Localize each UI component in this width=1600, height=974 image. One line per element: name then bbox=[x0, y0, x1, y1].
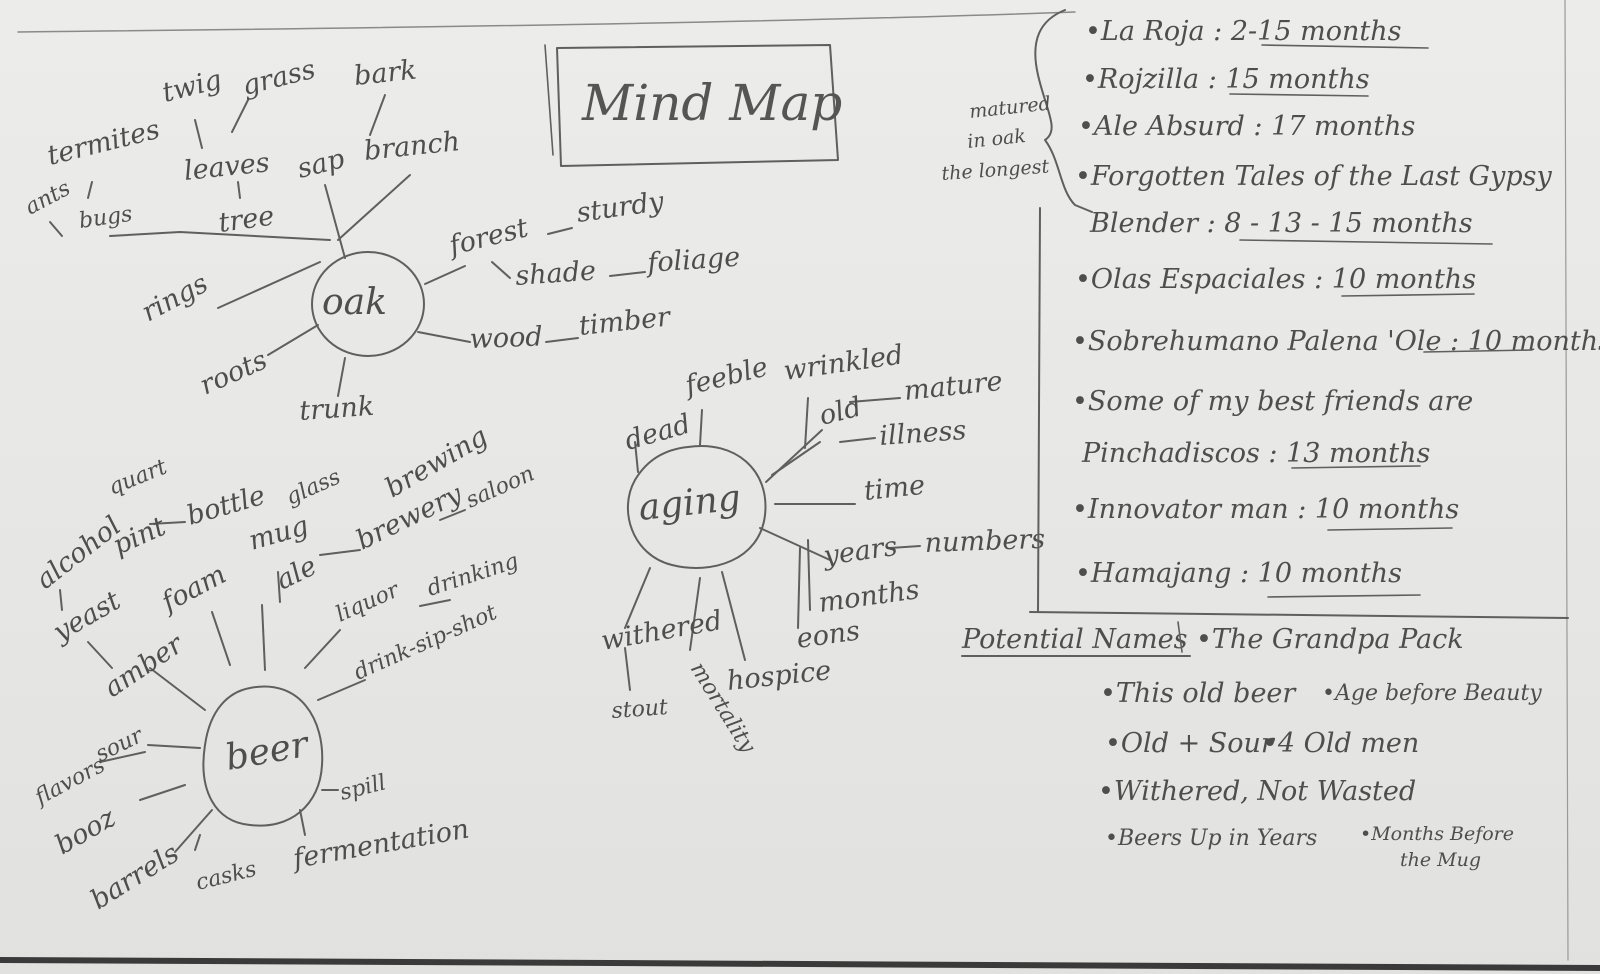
word-hospice: hospice bbox=[725, 655, 832, 697]
word-bark: bark bbox=[352, 55, 418, 92]
beer-list-item: •Some of my best friends are bbox=[1072, 386, 1473, 417]
aging-center-shape bbox=[626, 445, 767, 569]
word-feeble: feeble bbox=[680, 351, 771, 402]
beer-list-item: •La Roja : 2-15 months bbox=[1085, 16, 1401, 47]
word-old: old bbox=[816, 392, 864, 432]
word-leaves: leaves bbox=[182, 147, 271, 187]
word-glass: glass bbox=[282, 465, 344, 511]
word-ants: ants bbox=[21, 176, 75, 220]
oak-center-circle bbox=[311, 251, 425, 357]
list-left-rule bbox=[1037, 207, 1041, 613]
word-eons: eons bbox=[795, 615, 862, 655]
beer-list-section: matured in oak the longest •La Roja : 2-… bbox=[941, 9, 1600, 619]
page-right-edge bbox=[1564, 0, 1569, 961]
map-title: Mind Map bbox=[581, 74, 842, 132]
beer-list-item: Blender : 8 - 13 - 15 months bbox=[1089, 208, 1473, 239]
word-alcohol: alcohol bbox=[30, 511, 127, 596]
beer-list-item: •Ale Absurd : 17 months bbox=[1078, 111, 1415, 142]
potential-name: •Beers Up in Years bbox=[1105, 826, 1317, 851]
word-foam: foam bbox=[155, 559, 231, 619]
word-termites: termites bbox=[44, 114, 163, 172]
word-stout: stout bbox=[611, 695, 669, 724]
word-rings: rings bbox=[137, 268, 213, 328]
beer-list-item: •Olas Espaciales : 10 months bbox=[1075, 264, 1476, 295]
word-casks: casks bbox=[193, 857, 259, 896]
word-pint: pint bbox=[108, 511, 170, 561]
word-saloon: saloon bbox=[462, 461, 538, 513]
potential-name: •4 Old men bbox=[1262, 728, 1419, 759]
word-flavors: flavors bbox=[29, 753, 109, 811]
beer-center-shape bbox=[202, 685, 324, 827]
word-grass: grass bbox=[239, 54, 318, 102]
word-quart: quart bbox=[105, 455, 171, 501]
word-trunk: trunk bbox=[298, 391, 375, 427]
word-mature: mature bbox=[902, 366, 1004, 407]
word-foliage: foliage bbox=[644, 242, 741, 280]
beer-center-label: beer bbox=[222, 724, 312, 779]
word-forest: forest bbox=[444, 212, 531, 262]
word-drinking: drinking bbox=[424, 549, 522, 602]
potential-name: •Withered, Not Wasted bbox=[1098, 776, 1416, 807]
word-amber: amber bbox=[99, 628, 191, 704]
word-roots: roots bbox=[195, 345, 272, 402]
beer-map: beer quart alcohol pint bottle glass mug… bbox=[29, 421, 538, 916]
word-fermentation: fermentation bbox=[289, 813, 472, 875]
beer-list-item: •Sobrehumano Palena 'Ole : 10 months bbox=[1072, 326, 1600, 357]
word-illness: illness bbox=[878, 415, 967, 452]
word-wrinkled: wrinkled bbox=[782, 339, 905, 386]
word-spill: spill bbox=[337, 770, 388, 806]
potential-name: •The Grandpa Pack bbox=[1196, 624, 1464, 655]
word-withered: withered bbox=[599, 605, 725, 657]
word-booz: booz bbox=[50, 802, 122, 861]
word-numbers: numbers bbox=[924, 524, 1045, 559]
potential-name: the Mug bbox=[1400, 849, 1481, 871]
word-bugs: bugs bbox=[77, 202, 134, 234]
page-bottom-edge bbox=[0, 957, 1600, 971]
potential-name: •Months Before bbox=[1360, 823, 1514, 845]
beer-list-item: Pinchadiscos : 13 months bbox=[1081, 438, 1430, 469]
matured-bracket bbox=[1034, 9, 1093, 213]
potential-names-heading: Potential Names bbox=[961, 624, 1188, 655]
word-branch: branch bbox=[362, 126, 461, 167]
word-dead: dead bbox=[621, 409, 694, 457]
list-bottom-rule bbox=[1029, 611, 1569, 619]
oak-branch-line bbox=[324, 184, 346, 259]
potential-name: •Old + Sour bbox=[1105, 728, 1276, 759]
word-twig: twig bbox=[159, 64, 225, 109]
title-box-outline bbox=[556, 44, 839, 167]
word-barrels: barrels bbox=[85, 838, 184, 916]
matured-note-line-1: matured bbox=[968, 93, 1052, 123]
oak-center-label: oak bbox=[322, 282, 387, 323]
matured-note-line-2: in oak bbox=[966, 125, 1027, 153]
aging-center-label: aging bbox=[637, 477, 743, 528]
aging-map: aging dead feeble wrinkled old mature il… bbox=[599, 339, 1046, 758]
beer-list-item: •Hamajang : 10 months bbox=[1075, 558, 1402, 589]
word-sturdy: sturdy bbox=[575, 186, 667, 229]
potential-name: •Age before Beauty bbox=[1322, 681, 1542, 706]
title-box: Mind Map bbox=[544, 44, 842, 167]
word-shade: shade bbox=[514, 255, 597, 292]
word-mug: mug bbox=[245, 510, 311, 556]
beer-list-item: •Innovator man : 10 months bbox=[1072, 494, 1459, 525]
word-time: time bbox=[862, 470, 926, 507]
word-wood: wood bbox=[469, 321, 543, 355]
word-timber: timber bbox=[577, 301, 673, 342]
beer-list-item: •Forgotten Tales of the Last Gypsy bbox=[1075, 161, 1553, 192]
word-months: months bbox=[817, 574, 922, 619]
word-years: years bbox=[821, 531, 900, 572]
word-tree: tree bbox=[217, 200, 276, 238]
word-liquor: liquor bbox=[332, 577, 404, 627]
potential-names-section: Potential Names •The Grandpa Pack •This … bbox=[961, 621, 1542, 871]
word-yeast: yeast bbox=[47, 585, 126, 648]
page-top-rule bbox=[17, 11, 1076, 33]
potential-name: •This old beer bbox=[1100, 678, 1297, 709]
word-sap: sap bbox=[294, 143, 347, 185]
beer-list-item: •Rojzilla : 15 months bbox=[1082, 64, 1370, 95]
matured-note-line-3: the longest bbox=[941, 156, 1050, 185]
